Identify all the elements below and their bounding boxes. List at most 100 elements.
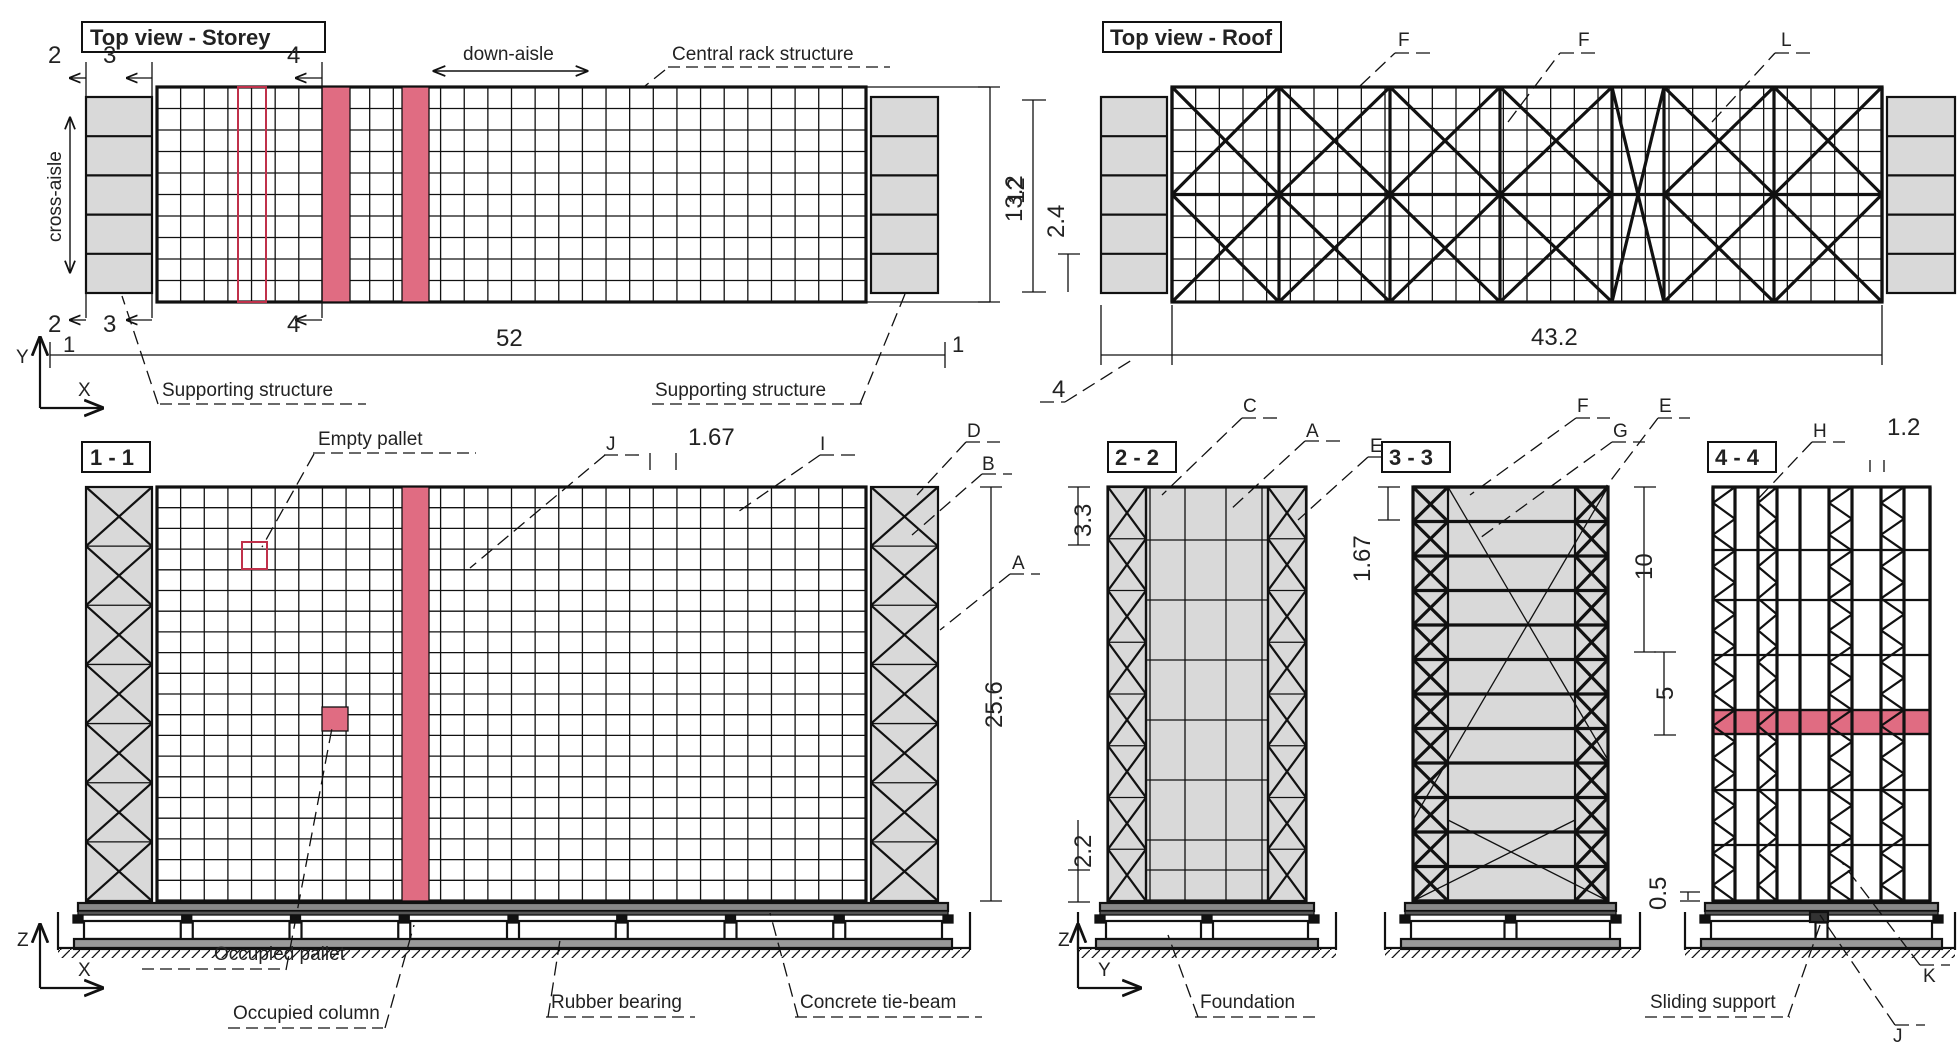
drawing-line — [1756, 441, 1813, 501]
roof-brace — [1170, 193, 1281, 304]
lacing — [1757, 565, 1778, 584]
lacing — [1712, 820, 1736, 839]
foundation-pad — [517, 919, 617, 941]
lacing — [1880, 613, 1905, 632]
x-bracing — [1573, 727, 1610, 765]
letter-E-section3: E — [1659, 396, 1672, 417]
lacing — [1712, 709, 1736, 727]
lacing — [1828, 661, 1853, 679]
drawing-line — [1161, 417, 1243, 496]
bracing — [1107, 641, 1147, 695]
bracing — [1107, 486, 1147, 540]
bracing — [1107, 538, 1147, 592]
drawing-line — [1507, 52, 1561, 123]
lacing — [1757, 502, 1778, 520]
occupied-column-plan — [321, 86, 351, 303]
letter-F-roof-1: F — [1398, 30, 1410, 51]
occupied-pallet-label: Occupied pallet — [214, 944, 346, 965]
lacing — [1828, 613, 1853, 632]
occupied-column-label: Occupied column — [233, 1003, 380, 1024]
letter-B-section1: B — [982, 454, 995, 475]
drawing-line — [1819, 914, 1896, 1026]
lacing — [1757, 597, 1778, 616]
rubber-bearing — [72, 914, 84, 924]
lacing — [1757, 709, 1778, 727]
roof-brace — [1277, 85, 1392, 196]
bracing — [1107, 848, 1147, 902]
x-bracing — [1411, 692, 1450, 730]
lacing — [1828, 533, 1853, 552]
x-bracing — [1573, 589, 1610, 627]
foundation-pad — [1826, 919, 1934, 941]
axis-x-label-top: X — [78, 380, 91, 401]
lacing — [1757, 788, 1778, 807]
lacing — [1757, 756, 1778, 775]
foundation-pad — [1104, 919, 1203, 941]
drawing-line — [1297, 456, 1369, 521]
letter-G-section3: G — [1613, 421, 1628, 442]
lacing — [1712, 581, 1736, 600]
central-rack-plan — [155, 85, 868, 304]
x-bracing — [1411, 520, 1450, 558]
lacing — [1880, 820, 1905, 839]
foundation-pad — [1515, 919, 1612, 941]
bracing — [870, 663, 939, 725]
lacing — [1757, 693, 1778, 711]
bracing — [1107, 796, 1147, 850]
drawing-line — [734, 454, 821, 515]
lacing — [1712, 661, 1736, 679]
axis-x-label-1: X — [78, 960, 91, 981]
foundation-label: Foundation — [1200, 992, 1295, 1013]
bracing — [85, 663, 153, 725]
lacing — [1712, 677, 1736, 695]
section-1-title: 1 - 1 — [90, 445, 134, 470]
rubber-bearing-label: Rubber bearing — [551, 992, 682, 1013]
lacing — [1880, 868, 1905, 886]
x-bracing — [1411, 865, 1450, 903]
lacing — [1712, 693, 1736, 711]
section-mark-1-right: 1 — [952, 332, 964, 357]
roof-brace — [1388, 193, 1502, 304]
rubber-bearing — [1094, 914, 1106, 924]
supporting-structure-roof — [1099, 95, 1169, 295]
dim-13-2: 13.2 — [1001, 175, 1028, 222]
supporting-structure-left-label: Supporting structure — [162, 380, 333, 401]
section-mark-3-bottom: 3 — [103, 311, 116, 338]
lacing — [1712, 756, 1736, 775]
lacing — [1828, 581, 1853, 600]
bracing — [85, 604, 153, 666]
section-mark-1-left: 1 — [63, 332, 75, 357]
lacing — [1712, 502, 1736, 520]
supporting-structure-roof — [1885, 95, 1957, 295]
view-titles: Top view - Storey Top view - Roof 1 - 1 … — [81, 21, 1777, 473]
dim-4: 4 — [1052, 376, 1065, 403]
lacing — [1880, 629, 1905, 648]
bracing — [1267, 796, 1307, 850]
roof-brace — [1277, 193, 1392, 304]
drawing-line — [1359, 52, 1396, 87]
section-2-title: 2 - 2 — [1115, 445, 1159, 470]
letter-I-section1: I — [820, 434, 825, 455]
axis-z-label-2: Z — [1058, 930, 1070, 951]
lacing — [1880, 884, 1905, 902]
dim-10: 10 — [1631, 553, 1658, 580]
bracing — [1267, 486, 1307, 540]
bracing — [870, 545, 939, 607]
sliding-support-label: Sliding support — [1650, 992, 1776, 1013]
dim-2-4: 2.4 — [1043, 205, 1070, 238]
drawing-line — [911, 473, 983, 536]
x-bracing — [1573, 554, 1610, 592]
drawing-line — [1167, 934, 1199, 1018]
x-bracing — [1411, 589, 1450, 627]
concrete-tie-beam — [76, 901, 950, 913]
x-bracing — [1411, 658, 1450, 696]
empty-pallet-label: Empty pallet — [318, 429, 423, 450]
roof-brace — [1610, 86, 1666, 303]
lacing — [1757, 629, 1778, 648]
roof-brace — [1662, 193, 1776, 304]
letter-L-roof: L — [1781, 30, 1792, 51]
central-rack-label: Central rack structure — [672, 44, 854, 65]
x-bracing — [1411, 830, 1450, 868]
rubber-bearing — [1308, 914, 1320, 924]
letter-F-section3: F — [1577, 396, 1589, 417]
